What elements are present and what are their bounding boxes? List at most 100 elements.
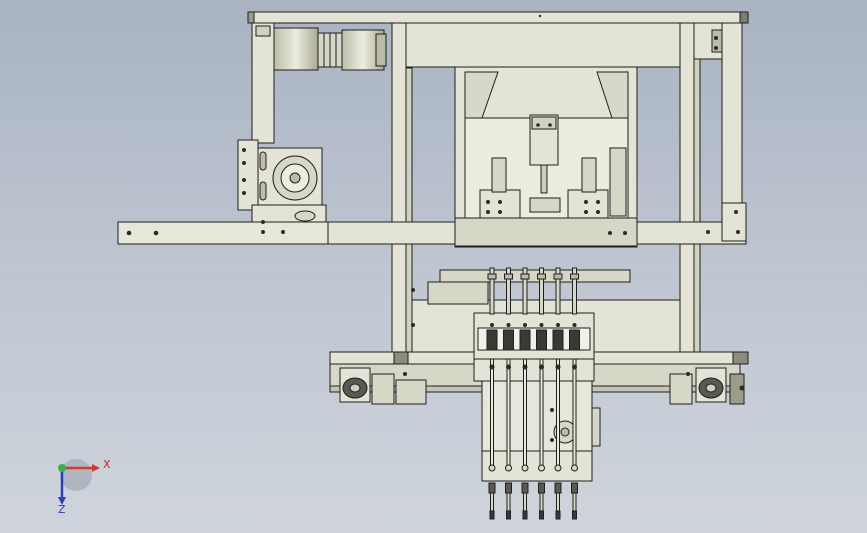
nozzle-side-box bbox=[591, 407, 601, 447]
nozzle-spring bbox=[503, 329, 514, 351]
lower-slide-plate-2 bbox=[427, 281, 489, 305]
nozzle-tip-end bbox=[555, 510, 561, 520]
nozzle-tip-collar bbox=[571, 482, 578, 494]
nozzle-drive-pulley-hub bbox=[560, 427, 570, 437]
nozzle-tip bbox=[490, 492, 494, 512]
nozzle-lower-shaft bbox=[523, 358, 527, 470]
gripper-guide bbox=[581, 157, 597, 193]
nozzle-spring bbox=[486, 329, 498, 351]
nozzle-fitting bbox=[554, 464, 562, 472]
gripper-jaw bbox=[529, 197, 561, 213]
nozzle-upper-shaft bbox=[522, 267, 528, 315]
housing-side-bracket bbox=[609, 147, 627, 217]
nozzle-fitting bbox=[488, 464, 496, 472]
motor-flange bbox=[375, 33, 387, 67]
z-axis-label: Z bbox=[58, 503, 66, 516]
timing-pulley-hub bbox=[289, 172, 301, 184]
nozzle-tip bbox=[523, 492, 527, 512]
nozzle-bolt bbox=[556, 323, 560, 327]
carriage-slot bbox=[259, 181, 267, 201]
right-rail-block bbox=[721, 202, 747, 242]
carriage-slot bbox=[259, 151, 267, 171]
left-column bbox=[391, 22, 407, 364]
nozzle-collar bbox=[487, 273, 497, 280]
left-tower-post bbox=[251, 22, 275, 144]
nozzle-lower-shaft bbox=[506, 358, 511, 470]
nozzle-tip bbox=[539, 492, 544, 512]
x-axis-head bbox=[92, 464, 100, 472]
nozzle-tip-collar bbox=[521, 482, 529, 494]
nozzle-bolt bbox=[572, 323, 577, 327]
nozzle-bolt bbox=[522, 364, 528, 370]
nozzle-spring bbox=[552, 329, 564, 351]
nozzle-spring bbox=[536, 329, 547, 351]
nozzle-array bbox=[486, 267, 580, 520]
right-column-inner bbox=[693, 54, 701, 364]
machine-assembly[interactable] bbox=[117, 11, 749, 482]
fasteners bbox=[126, 14, 745, 442]
nozzle-lower-shaft bbox=[556, 358, 560, 470]
left-wheel-hub bbox=[349, 383, 361, 393]
nozzle-tip-collar bbox=[538, 482, 545, 494]
nozzle-fitting bbox=[521, 464, 529, 472]
z-axis-head bbox=[58, 497, 66, 505]
y-axis-dot bbox=[58, 464, 66, 472]
gripper-guide bbox=[491, 157, 507, 193]
nozzle-tip bbox=[506, 492, 511, 512]
nozzle-collar bbox=[504, 273, 513, 280]
nozzle-collar bbox=[570, 273, 579, 280]
nozzle-tip-end bbox=[539, 510, 544, 520]
left-idler-2 bbox=[395, 379, 427, 405]
top-beam-end-left bbox=[247, 11, 255, 24]
nozzle-tip bbox=[556, 492, 560, 512]
gripper-right bbox=[567, 189, 609, 219]
nozzle-tip-end bbox=[572, 510, 577, 520]
nozzle-bolt bbox=[523, 323, 527, 327]
nozzle-upper-shaft bbox=[539, 267, 544, 315]
nozzle-bolt bbox=[490, 323, 494, 327]
nozzle-upper-shaft bbox=[506, 267, 511, 315]
housing-base bbox=[454, 217, 638, 247]
nozzle-spring bbox=[569, 329, 580, 351]
nozzle-upper-shaft bbox=[572, 267, 577, 315]
nozzle-collar bbox=[553, 273, 563, 280]
nozzle-tip-collar bbox=[554, 482, 562, 494]
nozzle-tip-end bbox=[506, 510, 511, 520]
nozzle-upper-shaft bbox=[489, 267, 495, 315]
nozzle-bolt bbox=[539, 323, 544, 327]
rail-left-bracket bbox=[117, 221, 329, 245]
nozzle-tip-end bbox=[489, 510, 495, 520]
nozzle-spring bbox=[519, 329, 531, 351]
cylinder-block-cap bbox=[531, 116, 557, 130]
x-axis-label: X bbox=[103, 458, 111, 471]
cylinder-rod bbox=[540, 164, 548, 194]
nozzle-bolt bbox=[506, 323, 511, 327]
nozzle-bolt bbox=[555, 364, 561, 370]
left-carriage-plate bbox=[237, 139, 259, 211]
nozzle-bolt bbox=[506, 364, 511, 370]
right-column bbox=[679, 22, 695, 364]
left-idler bbox=[371, 373, 395, 405]
nozzle-tip-collar bbox=[488, 482, 496, 494]
top-beam bbox=[247, 11, 749, 24]
right-idler bbox=[669, 373, 693, 405]
left-tower-cap bbox=[255, 25, 271, 37]
nozzle-fitting bbox=[505, 464, 512, 472]
nozzle-collar bbox=[520, 273, 530, 280]
base-plate-end-left bbox=[393, 351, 409, 365]
right-wheel-hub bbox=[705, 383, 717, 393]
nozzle-bolt bbox=[539, 364, 544, 370]
triad-shadow bbox=[60, 459, 92, 491]
nozzle-collar bbox=[537, 273, 546, 280]
nozzle-lower-shaft bbox=[539, 358, 544, 470]
nozzle-bolt bbox=[572, 364, 577, 370]
base-plate-end-right bbox=[732, 351, 749, 365]
lower-slide-plate bbox=[439, 269, 631, 283]
nozzle-fitting bbox=[538, 464, 545, 472]
nozzle-tip-collar bbox=[505, 482, 512, 494]
stepper-motor-body bbox=[273, 27, 319, 71]
upper-cross-plate bbox=[405, 22, 681, 68]
nozzle-tip-end bbox=[522, 510, 528, 520]
nozzle-tip bbox=[572, 492, 577, 512]
